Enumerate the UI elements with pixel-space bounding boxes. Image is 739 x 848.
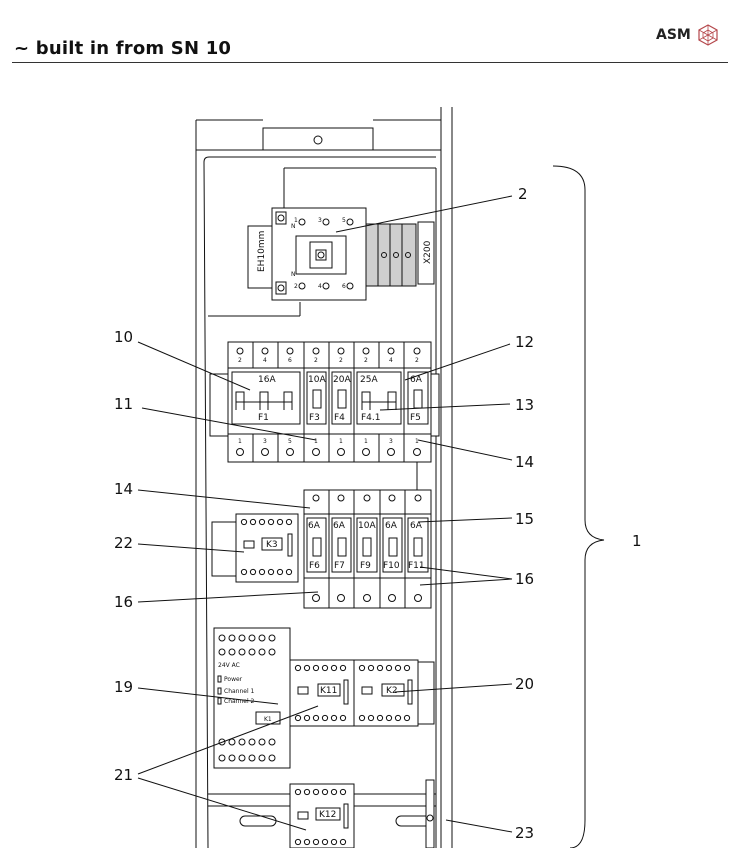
switch-top-t5: 5 — [342, 217, 346, 224]
svg-text:F11: F11 — [408, 561, 425, 571]
asm-logo: ASM — [656, 24, 719, 46]
svg-text:K3: K3 — [266, 540, 278, 550]
svg-text:10A: 10A — [358, 521, 376, 531]
svg-text:6A: 6A — [333, 521, 346, 531]
svg-text:6A: 6A — [385, 521, 398, 531]
svg-text:4: 4 — [389, 357, 393, 364]
svg-text:3: 3 — [389, 438, 393, 445]
callout-12: 12 — [515, 333, 534, 351]
svg-text:2: 2 — [415, 357, 419, 364]
switch-bot-t6: 6 — [342, 283, 346, 290]
svg-text:3: 3 — [263, 438, 267, 445]
callout-10: 10 — [114, 328, 133, 346]
svg-text:6A: 6A — [308, 521, 321, 531]
svg-text:1: 1 — [339, 438, 343, 445]
relay-k11: K11 — [289, 659, 355, 727]
svg-text:6A: 6A — [410, 521, 423, 531]
svg-text:1: 1 — [314, 438, 318, 445]
relay-k12: K12 — [289, 783, 355, 848]
assembly-brace — [552, 165, 605, 848]
relay-k3: K3 — [211, 513, 299, 583]
svg-text:K1: K1 — [264, 716, 272, 723]
switch-top-t3: 3 — [318, 217, 322, 224]
svg-text:10A: 10A — [308, 375, 326, 385]
callout-13: 13 — [515, 396, 534, 414]
svg-text:K2: K2 — [386, 686, 398, 696]
logo-text: ASM — [656, 27, 691, 43]
cube-icon — [698, 24, 718, 46]
svg-text:F4: F4 — [334, 413, 345, 423]
callout-22: 22 — [114, 534, 133, 552]
svg-text:F7: F7 — [334, 561, 345, 571]
header-rule — [12, 62, 728, 63]
svg-text:1: 1 — [238, 438, 242, 445]
svg-text:4: 4 — [263, 357, 267, 364]
svg-text:K12: K12 — [319, 810, 336, 820]
leader-lines — [137, 195, 513, 833]
callout-2: 2 — [518, 185, 528, 203]
callout-16a: 16 — [515, 570, 534, 588]
callout-14a: 14 — [515, 453, 534, 471]
svg-text:5: 5 — [288, 438, 292, 445]
svg-text:20A: 20A — [333, 375, 351, 385]
svg-text:F5: F5 — [410, 413, 421, 423]
main-switch: EH10mm N N 1 3 5 2 4 6 X200 — [247, 207, 435, 301]
svg-text:K11: K11 — [320, 686, 337, 696]
callout-19: 19 — [114, 678, 133, 696]
svg-text:F10: F10 — [383, 561, 400, 571]
svg-text:N: N — [291, 223, 296, 230]
svg-text:2: 2 — [314, 357, 318, 364]
page-title: ~ built in from SN 10 — [14, 38, 232, 59]
svg-text:F1: F1 — [258, 413, 269, 423]
breaker-row-2: 6A F6 6A F7 10A F9 6A F10 6A F11 — [303, 462, 432, 609]
callout-labels: 2 10 12 11 13 14 14 15 22 1 16 16 19 20 … — [114, 185, 642, 842]
relay-k2: K2 — [353, 659, 435, 727]
svg-text:2: 2 — [364, 357, 368, 364]
svg-text:F3: F3 — [309, 413, 320, 423]
callout-15: 15 — [515, 510, 534, 528]
svg-text:25A: 25A — [360, 375, 378, 385]
switch-bot-t4: 4 — [318, 283, 322, 290]
callout-11: 11 — [114, 395, 133, 413]
svg-text:F9: F9 — [360, 561, 371, 571]
callout-16b: 16 — [114, 593, 133, 611]
svg-text:2: 2 — [339, 357, 343, 364]
svg-text:16A: 16A — [258, 375, 276, 385]
callout-14b: 14 — [114, 480, 133, 498]
svg-text:6A: 6A — [410, 375, 423, 385]
svg-text:F4.1: F4.1 — [361, 413, 381, 423]
callout-20: 20 — [515, 675, 534, 693]
callout-1: 1 — [632, 532, 642, 550]
callout-23: 23 — [515, 824, 534, 842]
svg-text:24V AC: 24V AC — [218, 662, 240, 669]
svg-text:N: N — [291, 271, 296, 278]
switch-top-t1: 1 — [294, 217, 298, 224]
svg-text:Channel 1: Channel 1 — [224, 688, 255, 695]
switch-bot-t2: 2 — [294, 283, 298, 290]
switch-right-label: X200 — [423, 240, 433, 264]
svg-text:Channel 2: Channel 2 — [224, 698, 255, 705]
svg-text:6: 6 — [288, 357, 292, 364]
svg-text:F6: F6 — [309, 561, 320, 571]
svg-text:1: 1 — [364, 438, 368, 445]
safety-module: 24V AC Power Channel 1 Channel 2 K1 — [213, 627, 291, 769]
callout-21: 21 — [114, 766, 133, 784]
svg-text:1: 1 — [415, 438, 419, 445]
cabinet-frame — [195, 107, 453, 848]
breaker-row-1: 2 4 6 2 2 2 4 2 1 3 5 1 1 1 3 1 16A F1 1… — [209, 341, 440, 463]
svg-text:Power: Power — [224, 676, 243, 683]
svg-text:2: 2 — [238, 357, 242, 364]
switch-left-label: EH10mm — [257, 231, 267, 272]
